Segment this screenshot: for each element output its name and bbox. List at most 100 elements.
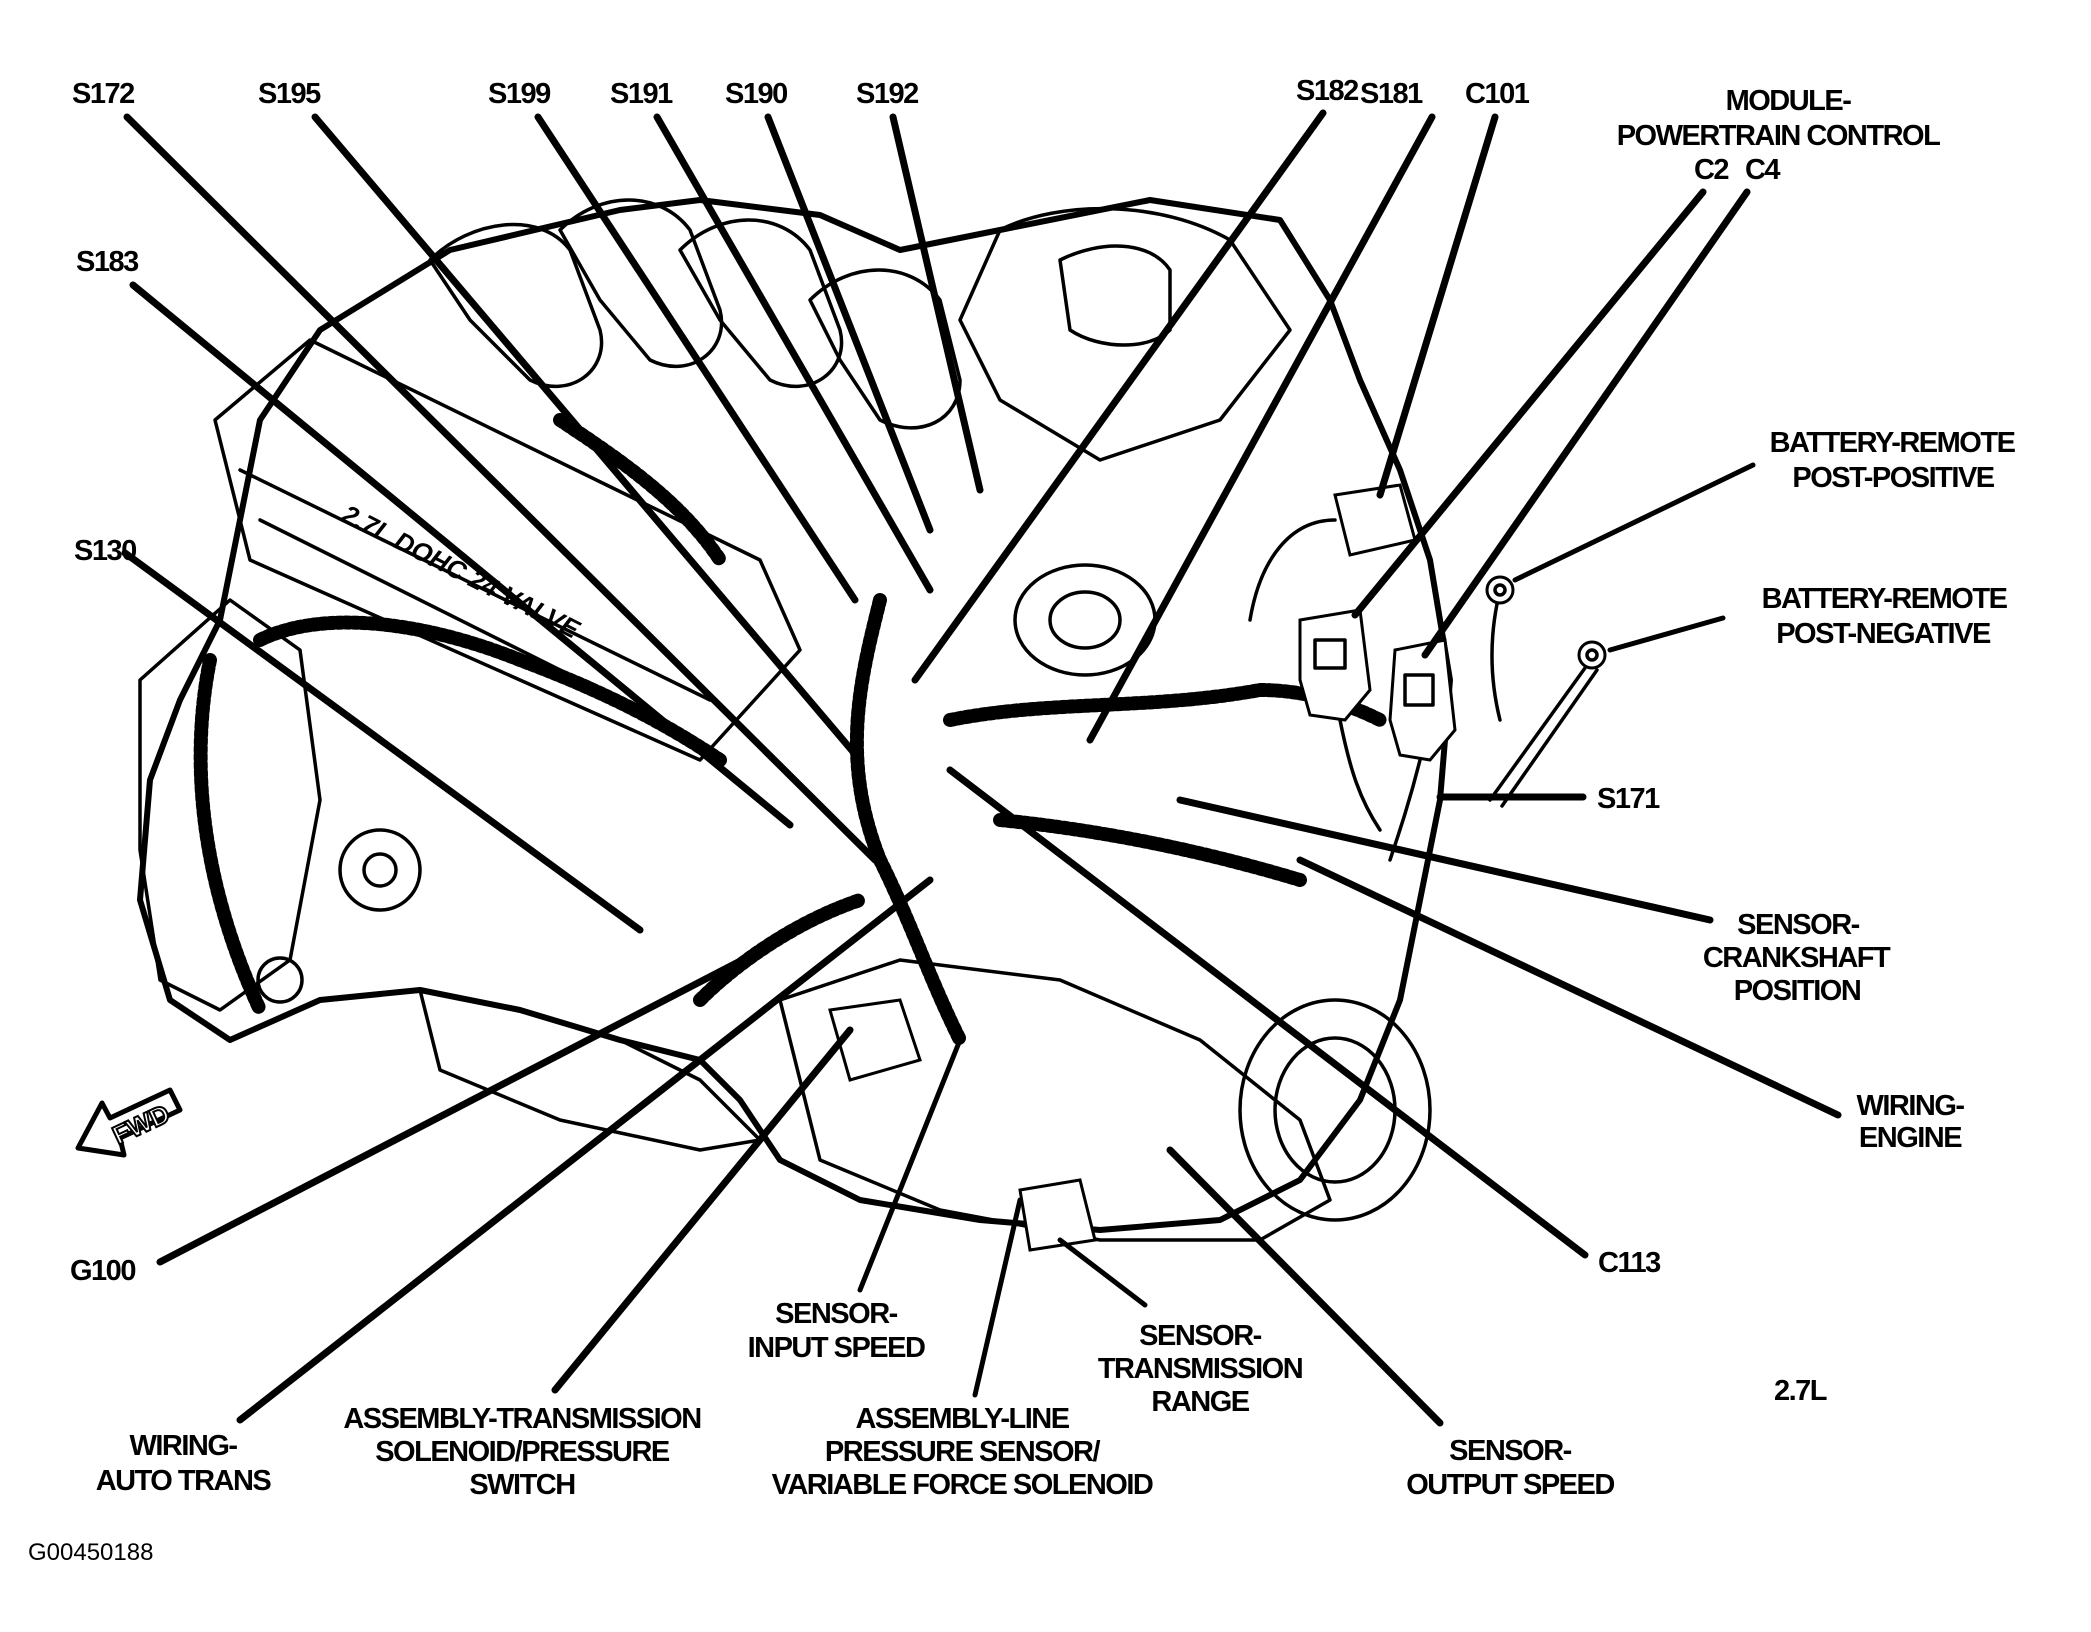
label-line-pressure: ASSEMBLY-LINE PRESSURE SENSOR/ VARIABLE … — [772, 1403, 1155, 1501]
label-line-pressure-line2: PRESSURE SENSOR/ — [825, 1436, 1101, 1468]
c4-face — [1403, 673, 1435, 707]
label-battery-negative-line2: POST-NEGATIVE — [1776, 618, 1991, 650]
torque-converter-inner — [1273, 1036, 1397, 1184]
battery-post-positive — [1485, 575, 1515, 605]
pulley — [256, 956, 304, 1004]
left-valve-cover — [213, 338, 802, 762]
leader-battery-positive — [1512, 462, 1756, 583]
label-input-speed-line2: INPUT SPEED — [748, 1332, 925, 1364]
leader-wiring-engine — [1296, 856, 1842, 1119]
label-wiring-engine-line2: ENGINE — [1859, 1122, 1962, 1154]
leader-s195 — [311, 113, 864, 764]
pcm-connector-c4 — [1388, 638, 1457, 762]
forward-direction-indicator: FWD — [75, 1087, 183, 1158]
label-s171: S171 — [1597, 783, 1660, 815]
right-valve-cover — [958, 206, 1292, 462]
label-s190: S190 — [725, 78, 787, 110]
leader-line-pressure — [972, 1197, 1023, 1398]
engine-variant-label: 2.7L — [1774, 1375, 1827, 1407]
leader-lines — [121, 109, 1842, 1427]
label-trans-range-line1: SENSOR- — [1139, 1320, 1261, 1352]
leader-s181 — [1086, 113, 1436, 744]
label-input-speed-line1: SENSOR- — [775, 1298, 897, 1330]
label-trans-solenoid-line1: ASSEMBLY-TRANSMISSION — [343, 1403, 700, 1435]
c101-connector — [1333, 483, 1417, 557]
battery-post-positive-hole — [1493, 583, 1507, 597]
leader-pcm-c2 — [1351, 188, 1707, 619]
label-crankshaft-sensor: SENSOR- CRANKSHAFT POSITION — [1703, 909, 1893, 1007]
label-output-speed-line2: OUTPUT SPEED — [1406, 1469, 1614, 1501]
leader-s199 — [534, 113, 859, 604]
leader-battery-negative — [1607, 615, 1726, 653]
leader-s172 — [123, 113, 879, 864]
label-trans-solenoid-line2: SOLENOID/PRESSURE — [375, 1436, 670, 1468]
label-battery-negative-line1: BATTERY-REMOTE — [1762, 583, 2008, 615]
label-pcm-line1: MODULE- — [1726, 85, 1852, 117]
intake-runners — [428, 198, 962, 430]
leader-pcm-c4 — [1421, 188, 1751, 659]
callout-labels: S172 S195 S199 S191 S190 S192 S182 S181 … — [70, 75, 2017, 1501]
leader-input-speed — [857, 1037, 963, 1293]
leader-c113 — [946, 766, 1589, 1259]
label-s199: S199 — [488, 78, 551, 110]
label-c113: C113 — [1598, 1247, 1661, 1279]
line-pressure-sensor-block — [1018, 1178, 1097, 1252]
label-trans-range-line3: RANGE — [1151, 1386, 1249, 1418]
c101-wire — [1248, 518, 1337, 622]
label-crankshaft-line1: SENSOR- — [1737, 909, 1859, 941]
leader-trans-range — [1057, 1237, 1148, 1308]
trans-solenoid-block — [828, 998, 922, 1082]
label-wiring-engine: WIRING- ENGINE — [1856, 1090, 1965, 1154]
pulley-hub — [362, 852, 398, 888]
label-crankshaft-line3: POSITION — [1734, 975, 1861, 1007]
label-wiring-auto-trans-line2: AUTO TRANS — [96, 1465, 272, 1497]
label-s191: S191 — [610, 78, 673, 110]
label-output-speed: SENSOR- OUTPUT SPEED — [1406, 1435, 1616, 1501]
label-battery-positive: BATTERY-REMOTE POST-POSITIVE — [1770, 427, 2017, 494]
leader-output-speed — [1166, 1146, 1444, 1427]
leader-trans-solenoid — [551, 1026, 854, 1394]
battery-positive-cable — [1490, 602, 1502, 722]
label-trans-range: SENSOR- TRANSMISSION RANGE — [1098, 1320, 1304, 1418]
leader-s182 — [911, 109, 1327, 684]
label-pcm-line2: POWERTRAIN CONTROL — [1617, 120, 1940, 152]
label-pcm: MODULE- POWERTRAIN CONTROL C2 C4 — [1617, 85, 1942, 186]
label-line-pressure-line1: ASSEMBLY-LINE — [855, 1403, 1069, 1435]
label-g100: G100 — [70, 1255, 135, 1287]
valve-cover-ridge — [238, 468, 712, 737]
leader-crankshaft-sensor — [1176, 796, 1714, 924]
label-s172: S172 — [72, 78, 134, 110]
battery-remote-posts — [1485, 575, 1607, 808]
pcm-connector-c2 — [1298, 608, 1372, 722]
label-s181: S181 — [1360, 78, 1423, 110]
label-s183: S183 — [76, 246, 139, 278]
label-wiring-auto-trans-line1: WIRING- — [129, 1430, 237, 1462]
battery-post-negative — [1577, 640, 1607, 670]
label-output-speed-line1: SENSOR- — [1449, 1435, 1571, 1467]
figure-id-code: G00450188 — [28, 1539, 153, 1566]
label-s130: S130 — [74, 535, 136, 567]
pcm-connectors — [1298, 608, 1457, 862]
leader-s190 — [764, 113, 934, 534]
label-wiring-auto-trans: WIRING- AUTO TRANS — [96, 1430, 273, 1497]
label-battery-negative: BATTERY-REMOTE POST-NEGATIVE — [1762, 583, 2009, 650]
engine-outline — [137, 197, 1453, 1233]
leader-s192 — [889, 113, 984, 494]
torque-converter — [1238, 998, 1432, 1222]
label-trans-range-line2: TRANSMISSION — [1098, 1353, 1302, 1385]
leader-s183 — [129, 281, 794, 829]
label-c101: C101 — [1465, 78, 1530, 110]
battery-negative-cable — [1488, 666, 1599, 808]
throttle-body — [1058, 244, 1172, 347]
leader-c101 — [1376, 113, 1499, 499]
alternator-hub — [1048, 590, 1122, 650]
label-trans-solenoid: ASSEMBLY-TRANSMISSION SOLENOID/PRESSURE … — [343, 1403, 702, 1501]
c2-face — [1313, 638, 1347, 670]
label-line-pressure-line3: VARIABLE FORCE SOLENOID — [772, 1469, 1153, 1501]
leader-wiring-auto-trans — [236, 876, 934, 1424]
label-input-speed: SENSOR- INPUT SPEED — [748, 1298, 927, 1364]
label-battery-positive-line1: BATTERY-REMOTE — [1770, 427, 2016, 459]
leader-s130 — [121, 549, 644, 934]
leader-g100 — [156, 926, 804, 1266]
label-crankshaft-line2: CRANKSHAFT — [1703, 942, 1891, 974]
